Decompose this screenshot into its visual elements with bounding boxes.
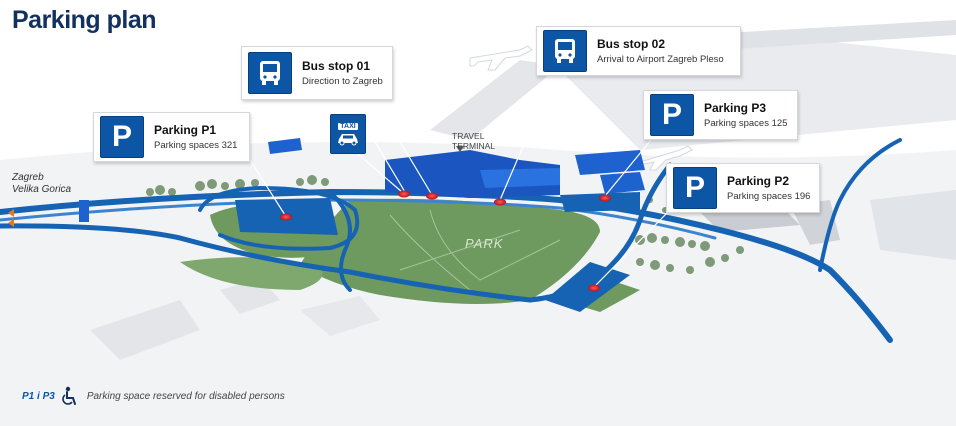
callout-title: Bus stop 02 — [597, 37, 666, 51]
pin-marker — [398, 190, 410, 198]
parking-icon: P — [673, 167, 717, 209]
bus-icon — [543, 30, 587, 72]
terminal-line: TRAVEL — [452, 131, 485, 141]
legend-lots: P1 i P3 — [22, 390, 55, 402]
parking-lot-p3 — [560, 192, 640, 212]
callout-title: Parking P2 — [727, 174, 790, 188]
taxi-icon — [338, 133, 358, 145]
callout-detail: Parking spaces 196 — [727, 191, 811, 202]
airplane-icon — [638, 145, 693, 171]
legend-description: Parking space reserved for disabled pers… — [86, 390, 285, 402]
pin-marker — [426, 192, 438, 200]
callout-title: Bus stop 01 — [302, 59, 371, 73]
terminal-pointer-icon — [456, 146, 464, 152]
callout-title: Parking P1 — [154, 123, 217, 137]
arrow-left-icon — [8, 219, 14, 227]
park-label: PARK — [465, 236, 504, 251]
callout-detail: Direction to Zagreb — [302, 76, 383, 87]
destination-line: Zagreb — [12, 172, 44, 183]
road-network — [0, 138, 902, 343]
park-paths — [389, 209, 561, 291]
destination-line: Velika Gorica — [12, 184, 72, 195]
pin-marker — [280, 213, 292, 221]
terminal-label: TRAVEL TERMINAL — [452, 131, 495, 151]
terminal-line: TERMINAL — [452, 141, 495, 151]
arrow-left-icon — [8, 209, 14, 217]
pin-marker — [588, 284, 600, 292]
page-title: Parking plan — [12, 6, 157, 34]
callout-parking-p3[interactable]: P Parking P3 Parking spaces 125 — [643, 90, 798, 140]
callout-parking-p2[interactable]: P Parking P2 Parking spaces 196 — [666, 163, 820, 213]
legend: P1 i P3 Parking space reserved for disab… — [22, 386, 285, 406]
apron-strip — [430, 60, 560, 140]
pin-marker — [494, 198, 506, 206]
trees — [146, 175, 744, 274]
callout-bus-stop-02[interactable]: Bus stop 02 Arrival to Airport Zagreb Pl… — [536, 26, 741, 76]
callout-parking-p1[interactable]: P Parking P1 Parking spaces 321 — [93, 112, 250, 162]
green-area — [180, 257, 323, 290]
leader-lines — [249, 71, 671, 287]
callout-title: Parking P3 — [704, 101, 767, 115]
callout-bus-stop-01[interactable]: Bus stop 01 Direction to Zagreb — [241, 46, 393, 100]
airplane-icon — [469, 45, 533, 71]
callout-detail: Arrival to Airport Zagreb Pleso — [597, 54, 724, 65]
wheelchair-icon — [62, 386, 76, 405]
callout-detail: Parking spaces 125 — [704, 118, 788, 129]
parking-icon: P — [100, 116, 144, 158]
taxi-stand[interactable]: TAXI — [330, 114, 366, 154]
destination-label: Zagreb Velika Gorica — [12, 172, 71, 196]
callout-detail: Parking spaces 321 — [154, 140, 238, 151]
bus-icon — [248, 52, 292, 94]
parking-icon: P — [650, 94, 694, 136]
taxi-label: TAXI — [338, 122, 358, 130]
side-area — [870, 190, 956, 260]
pin-marker — [599, 194, 611, 202]
gate-marker — [79, 200, 89, 222]
parking-lot-p2 — [545, 262, 630, 312]
location-pins — [280, 190, 611, 292]
